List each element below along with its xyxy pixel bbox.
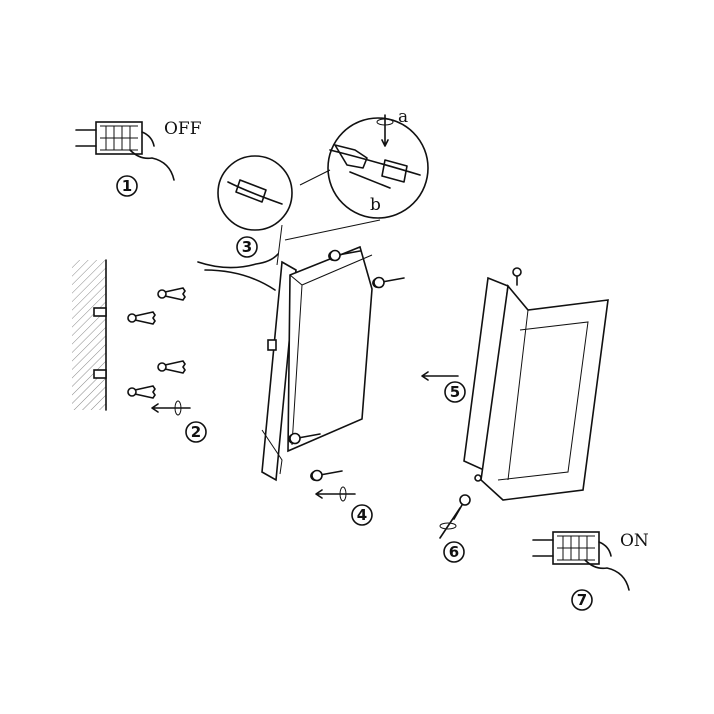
connector-detail-small — [217, 155, 293, 231]
step-badge — [116, 175, 138, 197]
step-number: 7 — [577, 591, 587, 609]
wall-section — [72, 260, 106, 410]
step-number: 5 — [450, 383, 460, 401]
step-badge — [185, 421, 207, 443]
arrow-icon — [421, 371, 459, 381]
connector-detail-large — [327, 117, 429, 219]
step-number: 3 — [242, 238, 252, 256]
step-number: 1 — [122, 177, 132, 195]
step-number: 2 — [191, 423, 201, 441]
step-badge — [443, 541, 465, 563]
step-5-attach-lamp: 5 — [421, 267, 609, 501]
step-6-fix-screw: 6 — [439, 494, 471, 563]
mounting-plate: 4 — [197, 245, 405, 526]
step-1-power-off: OFF 1 — [75, 119, 202, 197]
hand-icon — [584, 559, 630, 591]
step-7-power-on: ON 7 — [532, 531, 649, 611]
arrow-icon — [151, 403, 191, 413]
step-badge — [236, 236, 258, 258]
hand-icon — [129, 149, 175, 181]
step-badge — [444, 381, 466, 403]
step-number: 4 — [357, 506, 367, 524]
step-number: 6 — [449, 543, 459, 561]
step-2-wall-plugs: 2 — [127, 287, 207, 443]
arrow-icon — [315, 489, 356, 499]
terminal-block-icon — [532, 531, 612, 565]
detail-label-b: b — [370, 195, 381, 215]
terminal-block-icon — [75, 121, 155, 155]
detail-label-a: a — [398, 107, 408, 127]
step-3-connect-wires: a b 3 — [217, 107, 429, 266]
wall — [72, 259, 107, 411]
off-label: OFF — [164, 119, 202, 139]
on-label: ON — [620, 531, 649, 551]
step-badge — [571, 589, 593, 611]
step-badge — [351, 504, 373, 526]
